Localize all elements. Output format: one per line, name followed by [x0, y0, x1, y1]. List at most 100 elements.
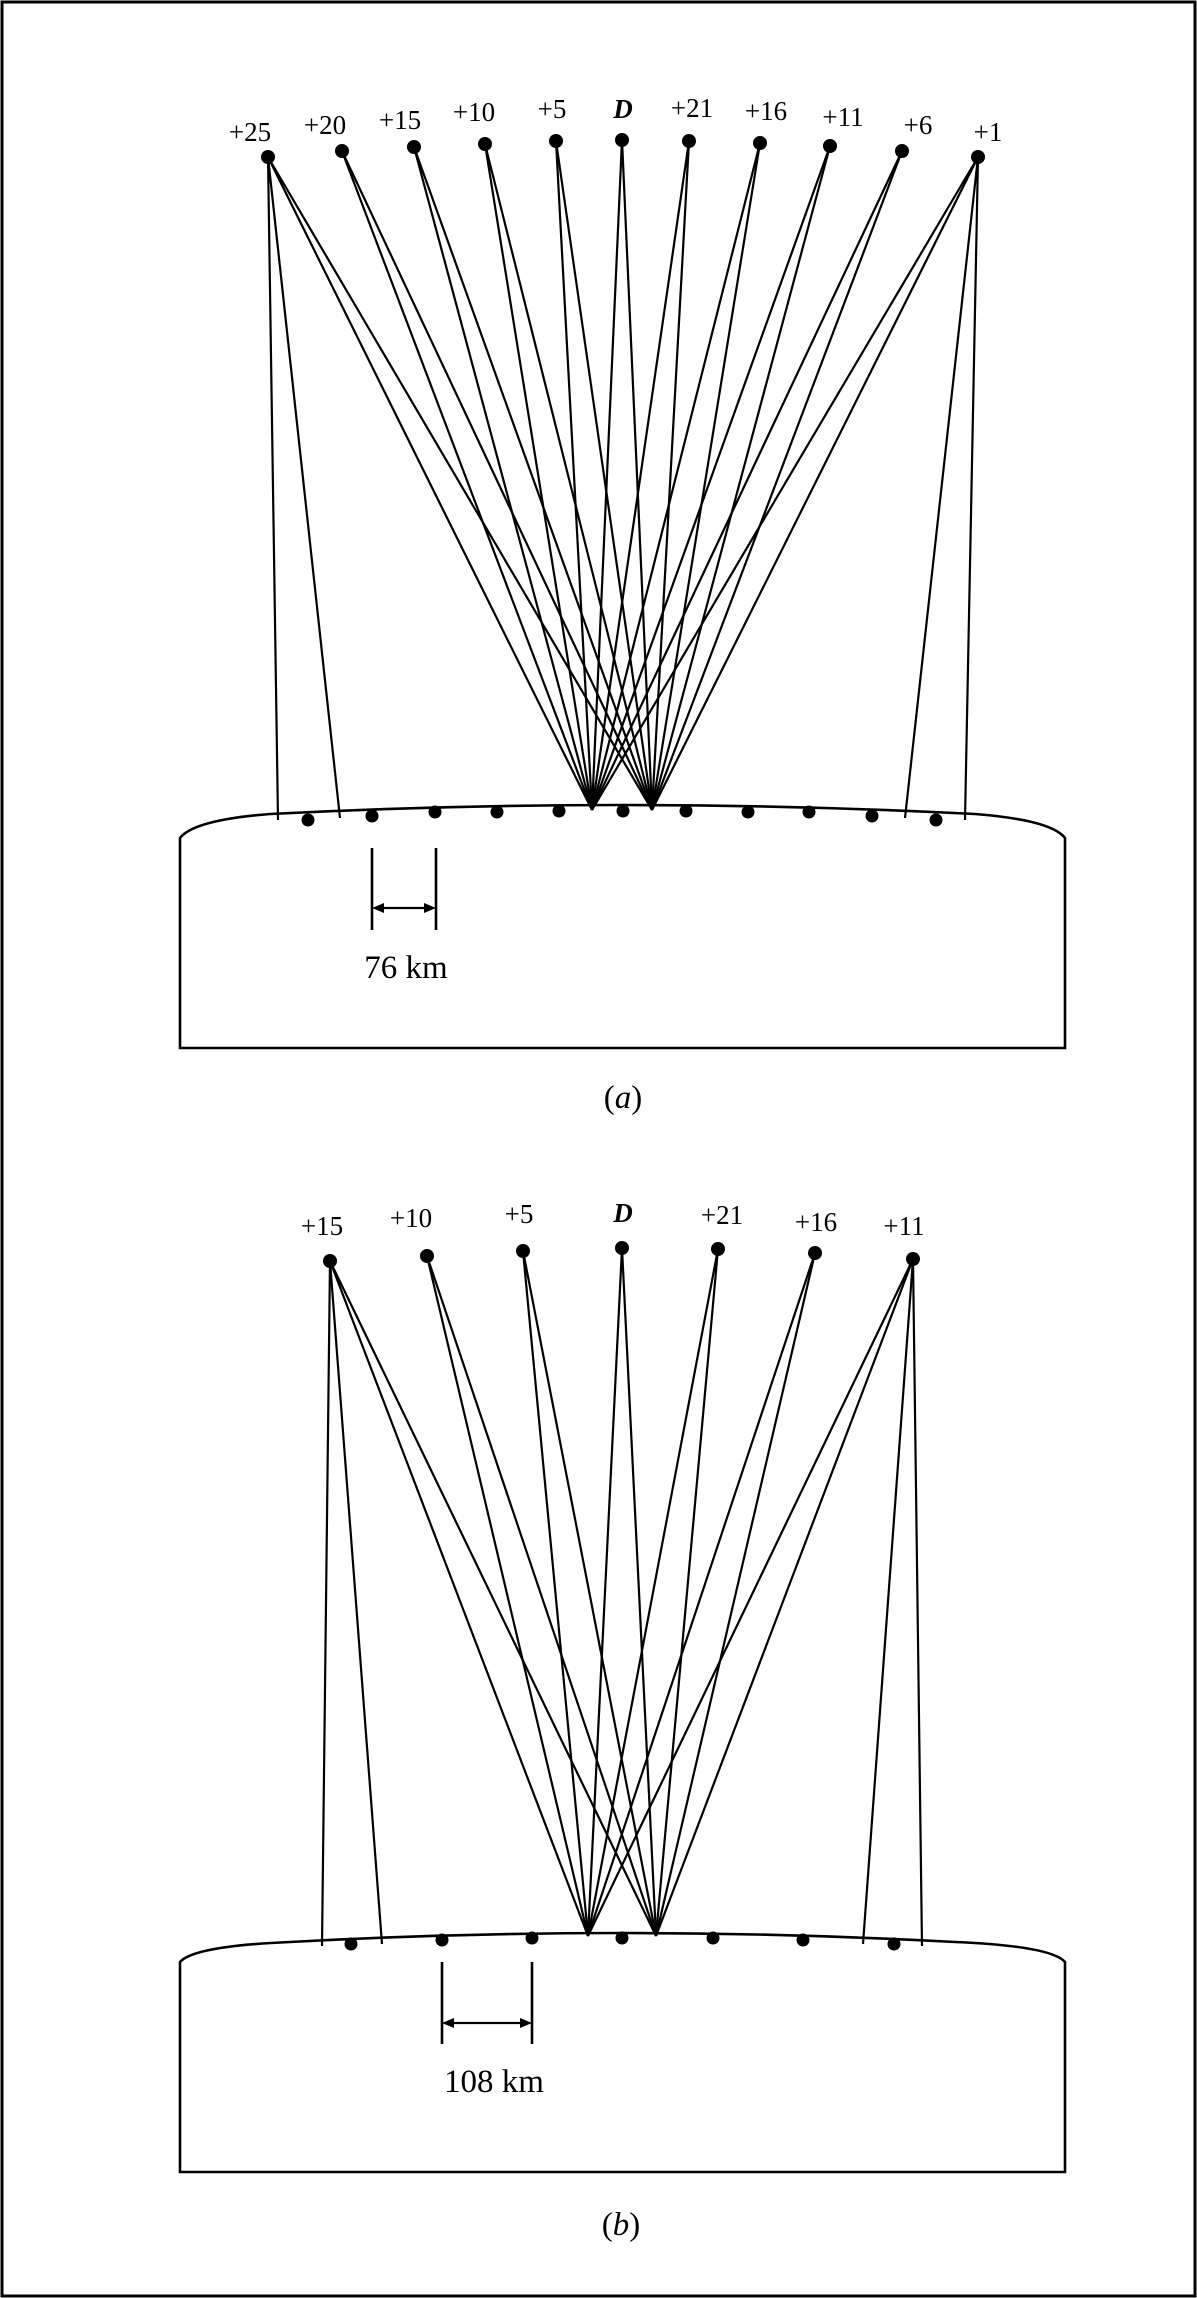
ray-a-20: [650, 145, 832, 811]
satellite-marker: [711, 1242, 725, 1256]
ray-b-7: [521, 1250, 590, 1937]
ray-a-11: [554, 140, 594, 811]
ray-b-5: [425, 1255, 590, 1937]
satellite-label: +16: [745, 96, 787, 126]
satellite-marker: [261, 150, 275, 164]
ray-a-24: [651, 156, 979, 811]
ray-b-6: [425, 1255, 658, 1937]
ray-a-9: [483, 143, 594, 811]
satellite-marker: [549, 134, 563, 148]
ray-a-15: [590, 140, 691, 811]
panel-b-ground-stations: [344, 1931, 901, 1951]
ray-a-7: [412, 146, 594, 811]
ray-b-1: [320, 1260, 332, 1947]
satellite-marker: [753, 136, 767, 150]
ray-b-12: [654, 1248, 720, 1937]
satellite-marker: [615, 133, 629, 147]
panel-a-satellite-labels: +25 +20 +15 +10 +5 D +21 +16 +11 +6 +1: [229, 93, 1002, 147]
panel-a-scale-bar: 76 km: [364, 848, 448, 986]
panel-b-satellite-labels: +15 +10 +5 D +21 +16 +11: [301, 1198, 925, 1241]
ray-a-18: [650, 142, 762, 811]
ground-station: [490, 805, 504, 819]
ray-a-3: [267, 156, 593, 811]
satellite-label: +6: [904, 110, 933, 140]
satellite-label: +20: [304, 110, 346, 140]
satellite-label: +21: [671, 93, 713, 123]
satellite-marker: [823, 139, 837, 153]
satellite-marker: [335, 144, 349, 158]
ray-a-4: [267, 156, 653, 811]
earth-outline: [178, 1931, 1067, 2174]
scale-arrowhead-right: [424, 903, 436, 913]
panel-a-satellites: [261, 133, 985, 164]
satellite-marker: [478, 137, 492, 151]
panel-b-rays: [320, 1247, 924, 1947]
ground-station: [428, 805, 442, 819]
panel-b-satellites: [323, 1241, 920, 1268]
panel-caption: (a): [604, 1080, 643, 1116]
ray-b-4: [329, 1260, 657, 1937]
scale-arrowhead-left: [442, 2018, 454, 2028]
satellite-marker: [516, 1244, 530, 1258]
ray-b-11: [586, 1248, 720, 1937]
ray-b-15: [587, 1258, 914, 1937]
ground-station: [365, 809, 379, 823]
satellite-marker: [323, 1254, 337, 1268]
ray-a-21: [591, 150, 903, 811]
scale-label: 76 km: [364, 950, 448, 986]
satellite-label: +16: [795, 1207, 837, 1237]
ray-a-26: [963, 156, 980, 821]
ray-a-19: [590, 145, 832, 811]
satellite-marker: [682, 134, 696, 148]
ray-b-10: [620, 1247, 658, 1937]
ground-station: [929, 813, 943, 827]
ray-b-9: [586, 1247, 624, 1937]
satellite-marker: [407, 140, 421, 154]
ray-b-2: [328, 1260, 384, 1945]
panel-a-rays: [266, 139, 980, 821]
satellite-label-d: D: [612, 1198, 633, 1228]
satellite-marker: [895, 144, 909, 158]
ground-station: [796, 1933, 810, 1947]
ray-a-13: [590, 139, 624, 811]
panel-a: +25 +20 +15 +10 +5 D +21 +16 +11 +6 +1: [178, 93, 1067, 1116]
panel-b-scale-bar: 108 km: [440, 1962, 544, 2100]
ground-station: [552, 804, 566, 818]
ray-b-14: [654, 1252, 817, 1937]
ray-a-16: [650, 140, 691, 811]
satellite-label: +5: [505, 1199, 534, 1229]
scale-arrowhead-left: [372, 903, 384, 913]
scale-label: 108 km: [444, 2064, 544, 2100]
ray-a-25: [903, 156, 980, 819]
panel-a-ground-stations: [301, 804, 943, 827]
satellite-label-d: D: [612, 94, 633, 124]
ground-station: [706, 1931, 720, 1945]
satellite-label: +5: [538, 94, 567, 124]
ray-b-17: [861, 1258, 915, 1945]
ground-station: [802, 805, 816, 819]
ground-station: [435, 1933, 449, 1947]
ground-station: [741, 805, 755, 819]
ray-a-6: [341, 150, 653, 811]
ray-a-5: [340, 150, 594, 811]
satellite-marker: [808, 1246, 822, 1260]
ground-station: [616, 804, 630, 818]
ray-b-16: [654, 1258, 915, 1937]
ray-a-10: [483, 143, 654, 811]
scale-arrowhead-right: [520, 2018, 532, 2028]
satellite-label: +15: [379, 105, 421, 135]
ray-a-12: [554, 140, 654, 811]
ground-station: [865, 809, 879, 823]
ray-b-3: [328, 1260, 590, 1937]
ground-station: [344, 1937, 358, 1951]
satellite-label: +25: [229, 117, 271, 147]
ray-a-2: [266, 156, 342, 819]
ray-b-8: [521, 1250, 658, 1937]
ray-a-23: [591, 156, 979, 811]
ground-station: [525, 1931, 539, 1945]
satellite-marker: [906, 1252, 920, 1266]
ground-station: [301, 813, 315, 827]
ray-b-13: [586, 1252, 817, 1937]
